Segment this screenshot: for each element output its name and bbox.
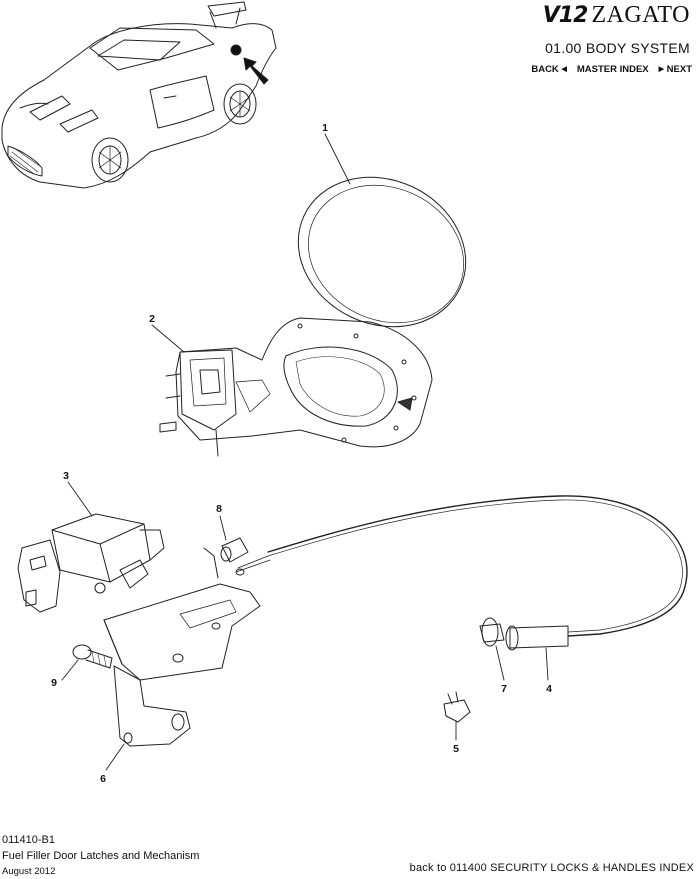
triangle-right-icon: ▶ xyxy=(658,66,665,73)
car-interior xyxy=(97,39,181,61)
car-rear-spoiler xyxy=(207,1,247,17)
callout-9: 9 xyxy=(51,677,57,689)
document-code: 011410-B1 xyxy=(2,834,56,846)
part-1-fuel-filler-door xyxy=(297,176,467,328)
car-rear-spokes xyxy=(229,90,251,118)
document-title: Fuel Filler Door Latches and Mechanism xyxy=(2,850,200,862)
callout-2: 2 xyxy=(149,313,155,325)
car-door-handle xyxy=(163,95,177,99)
part-3-latch-actuator xyxy=(17,513,165,613)
brand-name: ZAGATO xyxy=(591,2,690,28)
car-body-outline xyxy=(1,23,277,189)
part-7-cable-grommet xyxy=(479,617,519,651)
car-hood-vents xyxy=(29,95,99,133)
navigation-bar: BACK ◀ MASTER INDEX ▶ NEXT xyxy=(531,64,692,75)
car-door xyxy=(149,75,215,129)
brand-logo: V12 ZAGATO xyxy=(543,2,690,29)
car-rear-wheel xyxy=(223,83,257,125)
back-to-index-link[interactable]: back to 011400 SECURITY LOCKS & HANDLES … xyxy=(409,862,694,874)
car-windshield xyxy=(89,27,215,71)
next-link[interactable]: ▶ NEXT xyxy=(659,64,692,75)
callout-3: 3 xyxy=(63,470,69,482)
car-spoiler-posts xyxy=(209,7,241,29)
callout-leaders xyxy=(61,133,549,771)
part-5-clip xyxy=(443,691,471,723)
brand-v12-mark: V12 xyxy=(542,3,589,28)
back-link[interactable]: BACK ◀ xyxy=(531,64,566,75)
callout-4: 4 xyxy=(546,683,552,695)
car-fuel-door-marker xyxy=(230,44,242,56)
callout-8: 8 xyxy=(216,503,222,515)
car-front-grille xyxy=(7,145,43,177)
car-locator-illustration xyxy=(1,1,277,189)
section-title: 01.00 BODY SYSTEM xyxy=(545,40,690,56)
car-front-spokes xyxy=(98,145,122,175)
triangle-left-icon: ◀ xyxy=(561,66,567,73)
part-2-filler-housing xyxy=(159,317,433,457)
car-grille-slats xyxy=(9,147,41,175)
callout-5: 5 xyxy=(453,743,459,755)
back-label: BACK xyxy=(531,64,559,75)
car-front-wheel xyxy=(91,137,129,183)
part-4-release-cable xyxy=(235,495,688,649)
callout-6: 6 xyxy=(100,773,106,785)
car-headlight xyxy=(19,102,49,109)
part-6-mounting-bracket xyxy=(103,547,261,747)
part-8-cable-clip xyxy=(220,537,249,563)
callout-1: 1 xyxy=(322,122,328,134)
document-date: August 2012 xyxy=(2,866,56,877)
next-label: NEXT xyxy=(666,64,692,75)
car-location-arrow xyxy=(243,57,269,85)
part-9-bolt xyxy=(72,644,113,669)
callout-7: 7 xyxy=(501,683,507,695)
master-index-link[interactable]: MASTER INDEX xyxy=(576,64,649,75)
